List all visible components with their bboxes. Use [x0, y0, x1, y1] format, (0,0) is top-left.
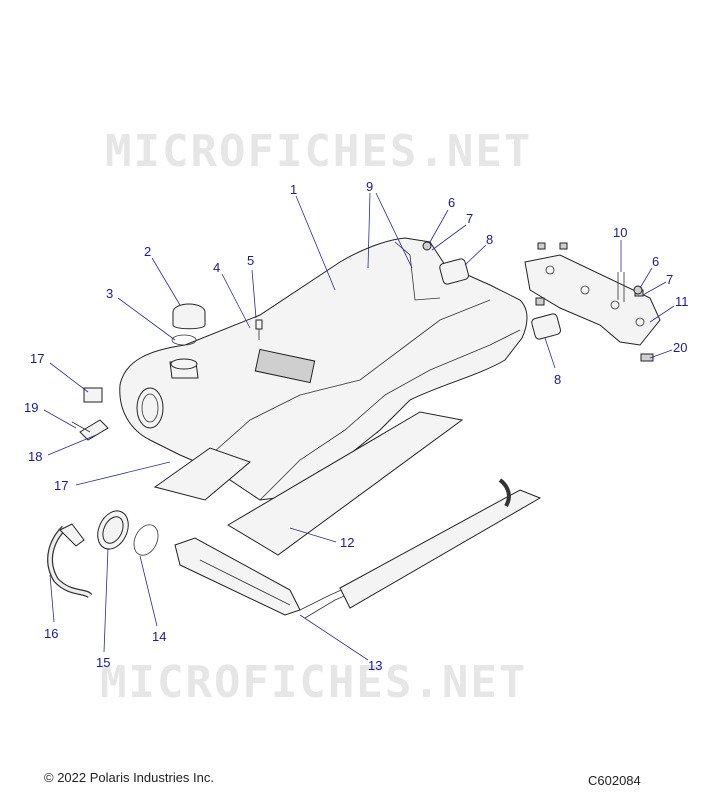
callout-13: 13 [368, 658, 382, 673]
callout-6-left: 6 [448, 195, 455, 210]
callout-5: 5 [247, 253, 254, 268]
cap-gasket [171, 334, 197, 346]
foam-pad-left [153, 447, 251, 501]
callout-7-left: 7 [466, 211, 473, 226]
callout-17-lower: 17 [54, 478, 68, 493]
screw [71, 421, 91, 433]
callout-8-lower: 8 [554, 372, 561, 387]
callout-11: 11 [675, 294, 689, 309]
callout-17-upper: 17 [30, 351, 44, 366]
callout-20: 20 [673, 340, 687, 355]
clip-bracket [79, 419, 109, 441]
callout-19: 19 [24, 400, 38, 415]
nut-left [422, 241, 432, 251]
callout-12: 12 [340, 535, 354, 550]
pad-upper [439, 258, 470, 285]
callout-3: 3 [106, 286, 113, 301]
callout-2: 2 [144, 244, 151, 259]
foam-pad-center [227, 411, 464, 556]
copyright-text: © 2022 Polaris Industries Inc. [44, 770, 214, 785]
fuel-cap [172, 303, 206, 330]
mounting-bracket [524, 242, 661, 362]
callout-6-right: 6 [652, 254, 659, 269]
fuel-tank [119, 237, 528, 501]
callout-1: 1 [290, 182, 297, 197]
watermark-bottom: MICROFICHES.NET [100, 657, 527, 708]
callout-labels: 1 2 3 4 5 6 7 8 9 10 6 7 11 20 8 17 19 1… [24, 179, 689, 673]
callout-14: 14 [152, 629, 166, 644]
leader-lines [43, 192, 675, 661]
lock-ring [97, 510, 129, 550]
callout-4: 4 [213, 260, 220, 275]
small-pad [83, 387, 103, 403]
pad-lower [531, 313, 562, 340]
callout-7-right: 7 [666, 272, 673, 287]
callout-8-upper: 8 [486, 232, 493, 247]
callout-15: 15 [96, 655, 110, 670]
bolt [255, 319, 263, 340]
watermark-top: MICROFICHES.NET [105, 126, 532, 177]
callout-16: 16 [44, 626, 58, 641]
seal-ring [133, 524, 159, 556]
fuel-pump-module [174, 478, 542, 619]
callout-18: 18 [28, 449, 42, 464]
diagram-code: C602084 [588, 773, 641, 788]
callout-10: 10 [613, 225, 627, 240]
callout-9: 9 [366, 179, 373, 194]
